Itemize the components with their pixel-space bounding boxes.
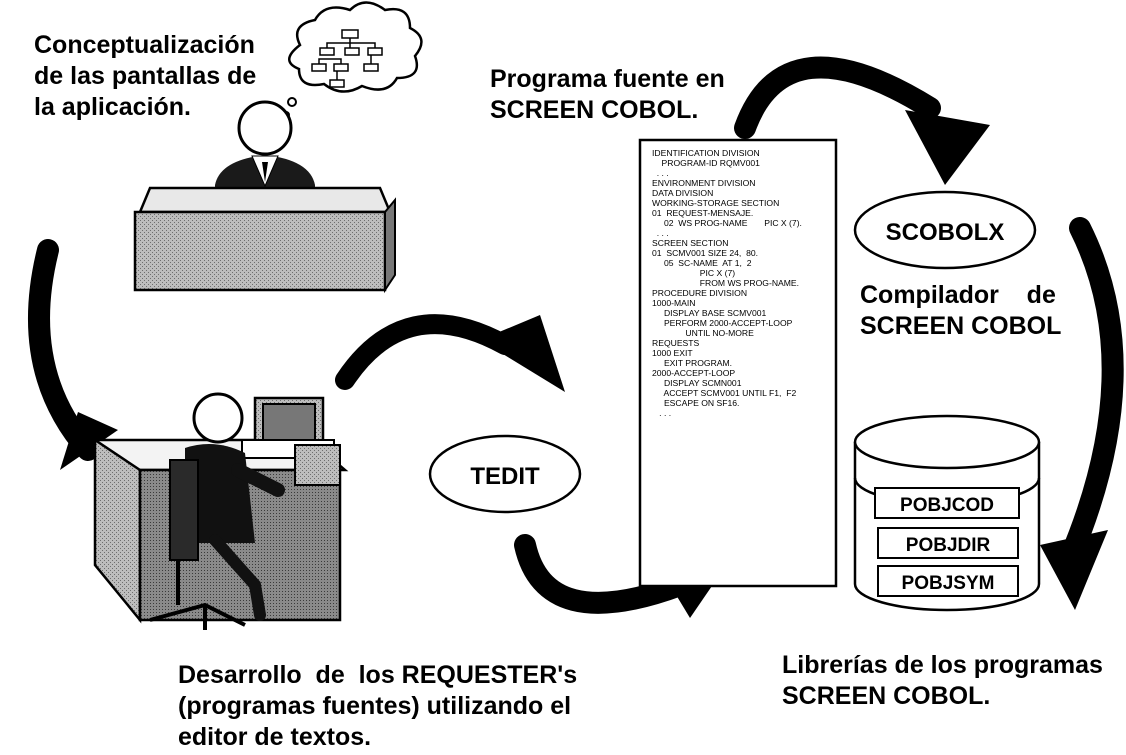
code-line: ENVIRONMENT DIVISION [652, 178, 756, 188]
develop-caption: Desarrollo de los REQUESTER's (programas… [178, 660, 577, 753]
code-line: ACCEPT SCMV001 UNTIL F1, F2 [652, 388, 797, 398]
code-line: 1000 EXIT [652, 348, 693, 358]
compiler-caption: Compilador de SCREEN COBOL [860, 280, 1061, 342]
code-line: . . . [652, 168, 669, 178]
code-line: PROGRAM-ID RQMV001 [652, 158, 760, 168]
code-line: 02 WS PROG-NAME PIC X (7). [652, 218, 802, 228]
concept-caption: Conceptualización de las pantallas de la… [34, 30, 256, 123]
arrow-source-to-compiler [734, 56, 990, 185]
source-caption-line: SCREEN COBOL. [490, 96, 699, 124]
code-line: WORKING-STORAGE SECTION [652, 198, 780, 208]
compiler-caption-line: Compilador de [860, 281, 1056, 309]
develop-caption-line: (programas fuentes) utilizando el [178, 692, 572, 720]
code-line: PIC X (7) [652, 268, 736, 278]
source-caption-line: Programa fuente en [490, 65, 725, 93]
code-line: 05 SC-NAME AT 1, 2 [652, 258, 752, 268]
code-line: PROCEDURE DIVISION [652, 288, 748, 298]
code-line: PERFORM 2000-ACCEPT-LOOP [652, 318, 793, 328]
libraries-caption: Librerías de los programas SCREEN COBOL. [782, 650, 1103, 712]
code-line: FROM WS PROG-NAME. [652, 278, 800, 288]
code-line: UNTIL NO-MORE [652, 328, 754, 338]
db-label-pobjsym: POBJSYM [902, 573, 995, 594]
code-line: 01 SCMV001 SIZE 24, 80. [652, 248, 759, 258]
code-line: EXIT PROGRAM. [652, 358, 733, 368]
code-line: 2000-ACCEPT-LOOP [652, 368, 736, 378]
arrow-compiler-to-libraries [1040, 217, 1124, 610]
arrow-develop-to-tedit [335, 314, 565, 392]
developer-workstation-icon [92, 392, 349, 630]
code-line: REQUESTS [652, 338, 700, 348]
source-code-listing: IDENTIFICATION DIVISION PROGRAM-ID RQMV0… [652, 148, 828, 578]
source-caption: Programa fuente en SCREEN COBOL. [490, 64, 725, 126]
code-line: DATA DIVISION [652, 188, 714, 198]
source-program-page [638, 138, 838, 588]
compiler-caption-line: SCREEN COBOL [860, 312, 1062, 340]
concept-caption-line: Conceptualización [34, 31, 255, 59]
code-line: DISPLAY SCMN001 [652, 378, 742, 388]
arrow-design-to-develop [28, 239, 118, 470]
scobolx-node [853, 190, 1037, 270]
db-label-pobjdir: POBJDIR [906, 535, 991, 556]
code-line: 01 REQUEST-MENSAJE. [652, 208, 754, 218]
code-line: 1000-MAIN [652, 298, 696, 308]
concept-caption-line: de las pantallas de [34, 62, 257, 90]
code-line: ESCAPE ON SF16. [652, 398, 740, 408]
code-line: . . . [652, 408, 672, 418]
code-line: DISPLAY BASE SCMV001 [652, 308, 767, 318]
library-database-icon [853, 414, 1041, 612]
tedit-label: TEDIT [470, 463, 540, 490]
thought-cloud-icon [282, 1, 423, 119]
executive-desk-icon [133, 100, 396, 294]
libraries-caption-line: Librerías de los programas [782, 651, 1103, 679]
db-label-pobjcod: POBJCOD [900, 495, 994, 516]
develop-caption-line: editor de textos. [178, 723, 372, 751]
code-line: IDENTIFICATION DIVISION [652, 148, 760, 158]
concept-caption-line: la aplicación. [34, 93, 192, 121]
develop-caption-line: Desarrollo de los REQUESTER's [178, 661, 578, 689]
libraries-caption-line: SCREEN COBOL. [782, 682, 991, 710]
code-line: SCREEN SECTION [652, 238, 729, 248]
scobolx-label: SCOBOLX [886, 219, 1005, 246]
code-line: . . . [652, 228, 669, 238]
tedit-node [428, 434, 582, 514]
